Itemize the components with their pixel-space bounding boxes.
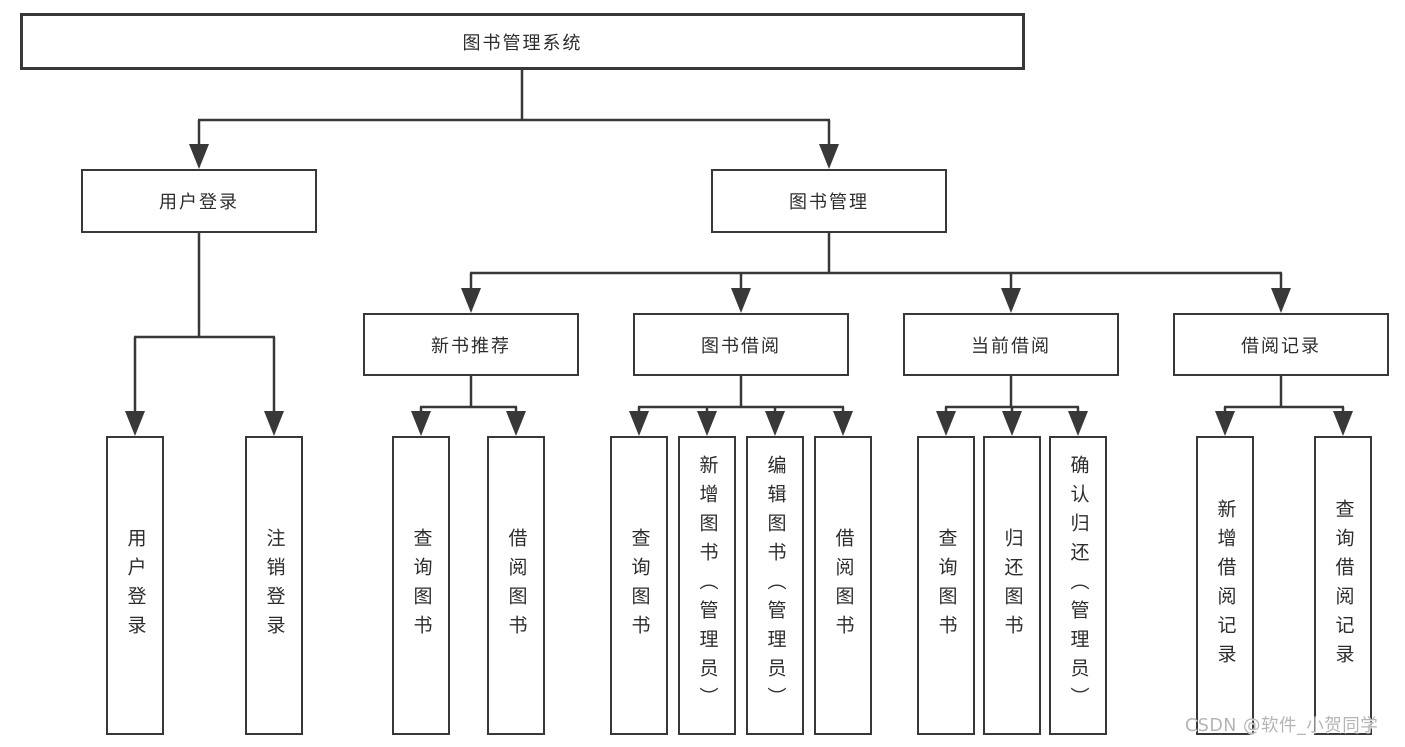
leaf-add-books-admin: 新增图书（管理员）	[678, 436, 736, 735]
node-book-borrow-label: 图书借阅	[701, 335, 781, 357]
leaf-add-borrow-record-label: 新增借阅记录	[1214, 498, 1237, 673]
leaf-query-books-current: 查询图书	[917, 436, 975, 735]
leaf-confirm-return-admin: 确认归还（管理员）	[1049, 436, 1107, 735]
leaf-borrow-books-recommend-label: 借阅图书	[505, 527, 528, 644]
leaf-query-borrow-record: 查询借阅记录	[1314, 436, 1372, 735]
node-book-management: 图书管理	[711, 169, 947, 233]
connector-root-to-level2	[189, 70, 839, 169]
node-borrow-records: 借阅记录	[1173, 313, 1389, 376]
leaf-query-books-current-label: 查询图书	[935, 527, 958, 644]
leaf-borrow-books-label: 借阅图书	[832, 527, 855, 644]
leaf-query-books-recommend: 查询图书	[392, 436, 450, 735]
leaf-add-borrow-record: 新增借阅记录	[1196, 436, 1254, 735]
connector-book-management-to-modules	[461, 233, 1291, 313]
leaf-query-books-borrow: 查询图书	[610, 436, 668, 735]
leaf-user-login: 用户登录	[106, 436, 164, 735]
csdn-watermark: CSDN @软件_小贺同学	[1185, 716, 1379, 736]
leaf-borrow-books-recommend: 借阅图书	[487, 436, 545, 735]
leaf-query-books-recommend-label: 查询图书	[410, 527, 433, 644]
connector-current-borrow-to-leaves	[936, 376, 1088, 436]
leaf-confirm-return-admin-label: 确认归还（管理员）	[1067, 455, 1090, 716]
node-new-book-recommend-label: 新书推荐	[431, 335, 511, 357]
leaf-return-books-label: 归还图书	[1001, 527, 1024, 644]
node-book-borrow: 图书借阅	[633, 313, 849, 376]
node-borrow-records-label: 借阅记录	[1241, 335, 1321, 357]
node-user-login-label: 用户登录	[159, 192, 239, 213]
connector-book-borrow-to-leaves	[629, 376, 853, 436]
connector-borrow-records-to-leaves	[1215, 376, 1353, 436]
leaf-borrow-books: 借阅图书	[814, 436, 872, 735]
leaf-return-books: 归还图书	[983, 436, 1041, 735]
node-root: 图书管理系统	[20, 13, 1025, 70]
node-user-login: 用户登录	[81, 169, 317, 233]
leaf-user-login-label: 用户登录	[124, 527, 147, 644]
node-current-borrow-label: 当前借阅	[971, 335, 1051, 357]
leaf-edit-books-admin: 编辑图书（管理员）	[746, 436, 804, 735]
node-new-book-recommend: 新书推荐	[363, 313, 579, 376]
leaf-logout-login: 注销登录	[245, 436, 303, 735]
node-root-label: 图书管理系统	[462, 32, 583, 54]
node-book-management-label: 图书管理	[789, 192, 869, 213]
leaf-edit-books-admin-label: 编辑图书（管理员）	[764, 455, 787, 716]
connector-user-login-to-leaves	[125, 233, 284, 436]
node-current-borrow: 当前借阅	[903, 313, 1119, 376]
leaf-query-books-borrow-label: 查询图书	[628, 527, 651, 644]
leaf-logout-login-label: 注销登录	[263, 527, 286, 644]
connector-new-book-to-leaves	[411, 376, 526, 436]
leaf-add-books-admin-label: 新增图书（管理员）	[696, 455, 719, 716]
leaf-query-borrow-record-label: 查询借阅记录	[1332, 498, 1355, 673]
